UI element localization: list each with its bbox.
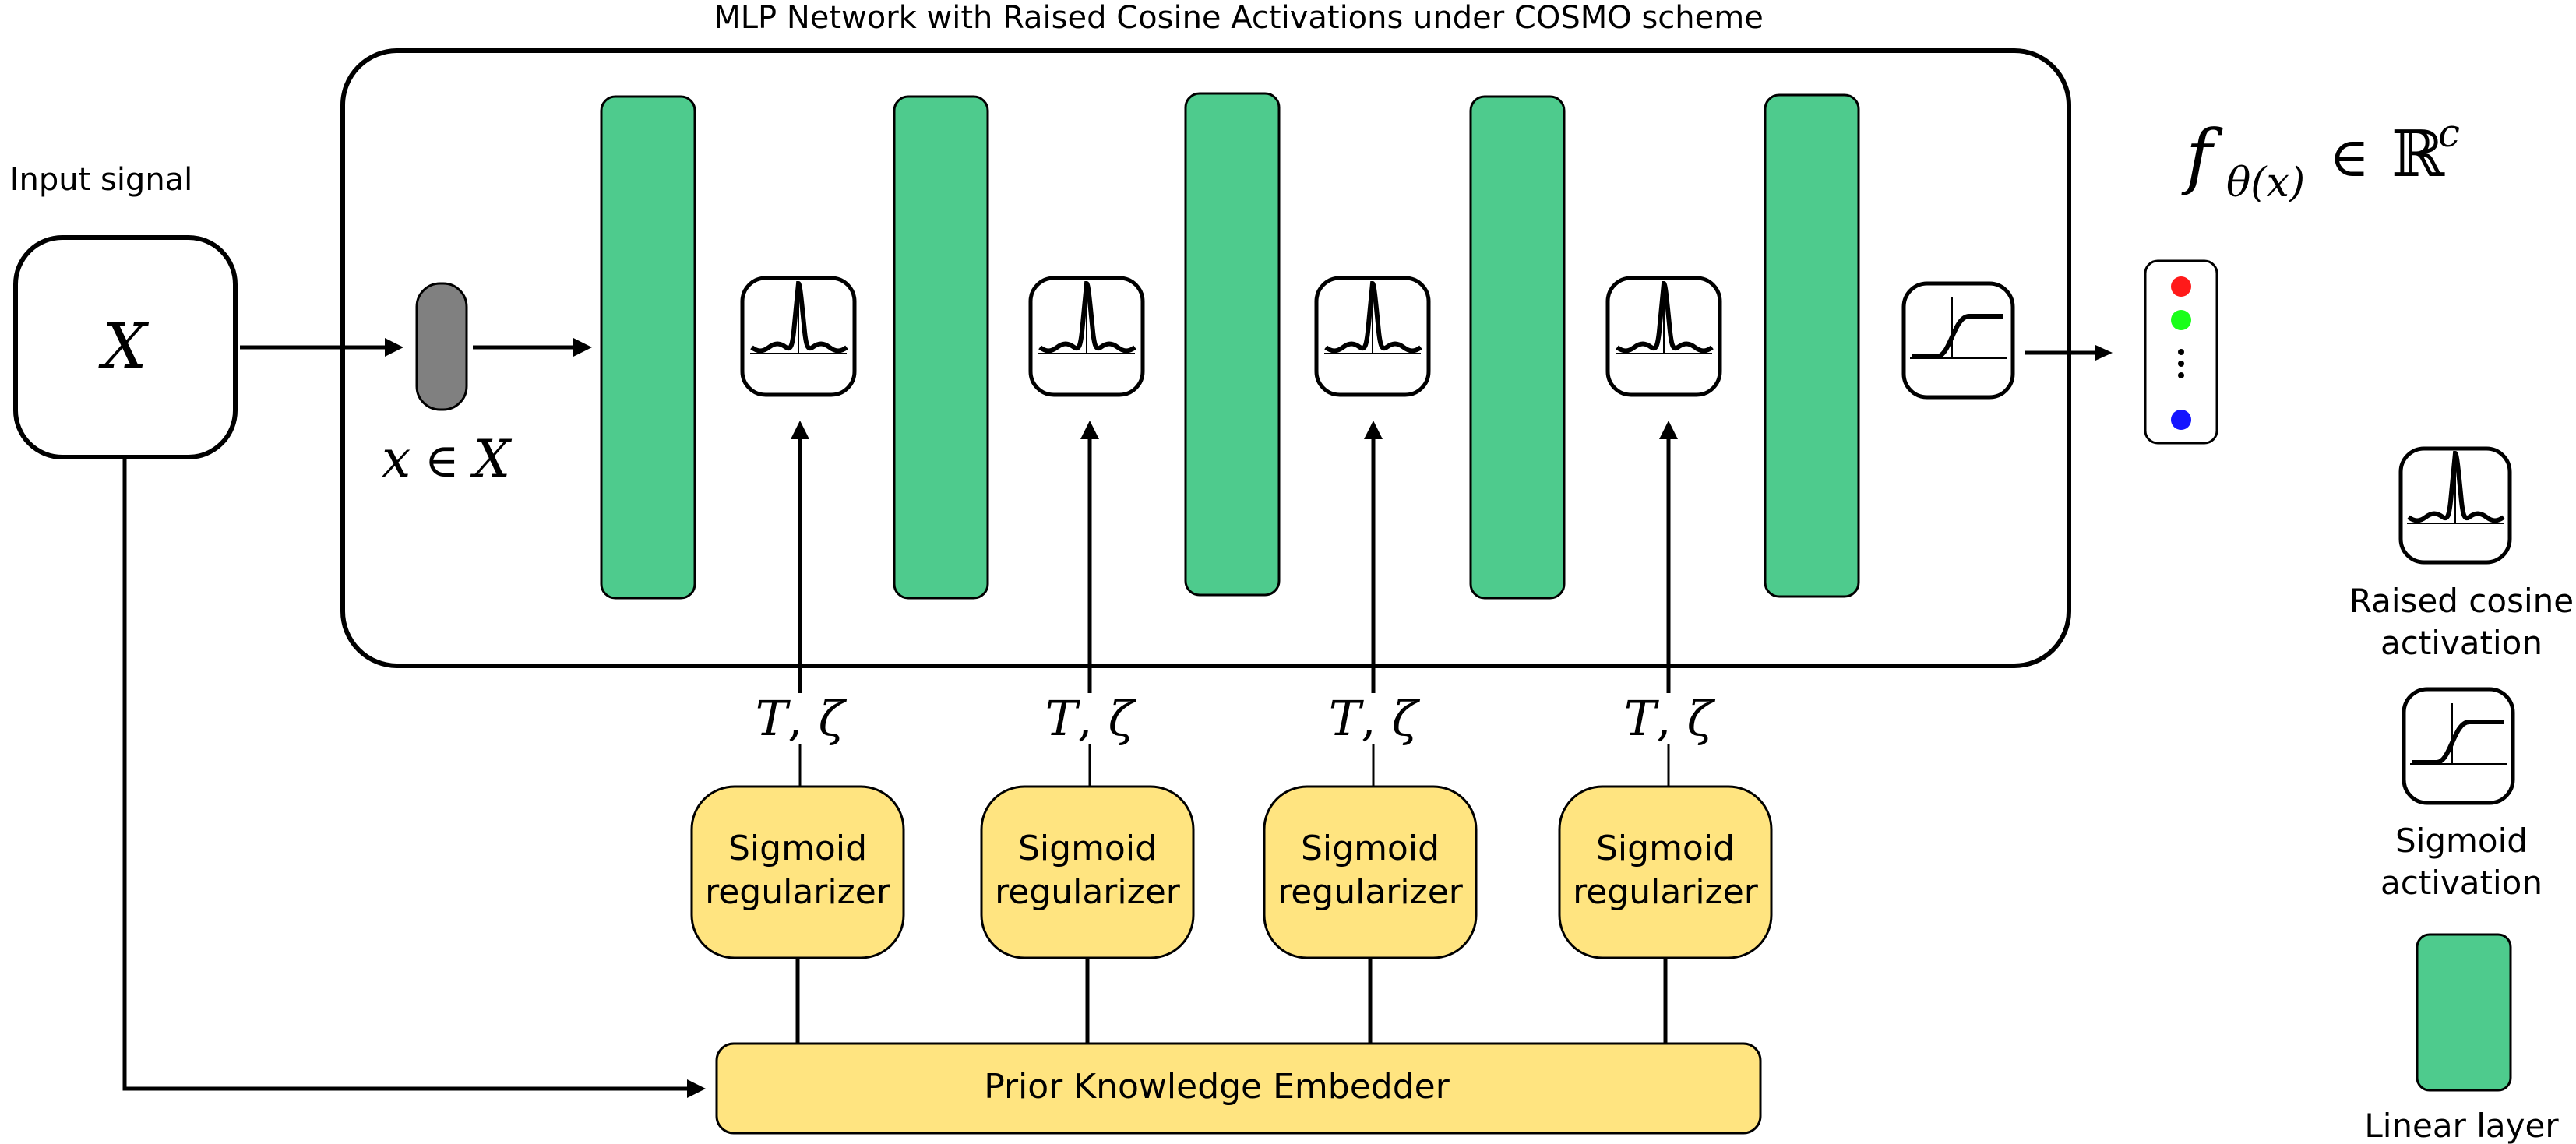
sigmoid-regularizer-3: Sigmoid regularizer [1263,785,1478,959]
svg-text:T, ζ: T, ζ [756,690,848,747]
legend-sigmoid-icon [2402,687,2515,805]
input-signal-label: Input signal [10,162,193,198]
svg-text:T, ζ: T, ζ [1045,690,1137,747]
sigmoid-regularizer-2: Sigmoid regularizer [980,785,1195,959]
svg-text:regularizer: regularizer [1573,872,1759,912]
linear-layer-1 [600,95,696,600]
output-set: ℝ [2391,118,2445,192]
output-dot-blue [2171,410,2191,430]
raised-cosine-activation-3 [1314,276,1431,397]
input-signal-box [13,235,238,459]
arrowhead [573,338,592,357]
sigmoid-regularizer-4: Sigmoid regularizer [1558,785,1773,959]
raised-cosine-activation-2 [1028,276,1145,397]
svg-text:Sigmoid: Sigmoid [728,829,867,868]
svg-text:T, ζ: T, ζ [1624,690,1716,747]
raised-cosine-activation-4 [1605,276,1722,397]
linear-layer-2 [893,95,989,600]
output-vector [2144,259,2218,445]
svg-text:regularizer: regularizer [995,872,1181,912]
legend-linear-label: Linear layer [2364,1107,2559,1144]
sample-set: X [470,429,513,489]
prior-knowledge-embedder [715,1042,1762,1135]
sample-var: x [382,429,411,489]
output-func-subscript: θ(x) [2226,160,2305,206]
diagram-title: MLP Network with Raised Cosine Activatio… [714,0,1764,36]
param-label-4: T, ζ [1624,690,1716,747]
svg-text:Sigmoid: Sigmoid [1301,829,1440,868]
arrowhead [687,1079,706,1098]
svg-text:regularizer: regularizer [1277,872,1464,912]
sample-node [415,282,468,411]
legend-raised-cosine-icon [2398,446,2512,565]
param-label-2: T, ζ [1045,690,1137,747]
legend-raised-cosine-label-2: activation [2380,624,2543,662]
param-label-1: T, ζ [756,690,848,747]
arrow-input-to-embedder [122,459,693,1091]
sigmoid-activation-output [1901,281,2015,400]
embedder-label: Prior Knowledge Embedder [984,1067,1450,1107]
output-dot-red [2171,276,2191,297]
regularizer-connectors [791,421,1678,787]
svg-text:regularizer: regularizer [705,872,891,912]
legend: Raised cosine activation Sigmoid activat… [2349,446,2574,1144]
svg-text:Sigmoid: Sigmoid [1596,829,1735,868]
arrowhead [385,338,403,357]
arrowhead [2095,345,2113,361]
output-set-superscript: c [2438,111,2460,156]
linear-layer-5 [1764,93,1860,598]
linear-layer-3 [1184,92,1281,597]
svg-text:T, ζ: T, ζ [1329,690,1421,747]
param-label-3: T, ζ [1329,690,1421,747]
output-func: f [2181,114,2223,198]
input-symbol: X [98,310,150,382]
svg-text:Sigmoid: Sigmoid [1018,829,1157,868]
embedder-connectors [795,958,1668,1044]
output-dot-green [2171,310,2191,330]
legend-linear-icon [2416,933,2512,1092]
legend-raised-cosine-label-1: Raised cosine [2349,582,2574,620]
output-formula: f θ(x) ∈ ℝ c [2181,111,2460,206]
linear-layer-4 [1469,95,1566,600]
raised-cosine-activation-1 [740,276,857,397]
element-of-symbol: ∈ [2329,125,2370,189]
legend-sigmoid-label-2: activation [2380,864,2543,902]
element-of-symbol: ∈ [425,434,459,488]
sigmoid-regularizer-1: Sigmoid regularizer [690,785,905,959]
legend-sigmoid-label-1: Sigmoid [2395,822,2528,860]
